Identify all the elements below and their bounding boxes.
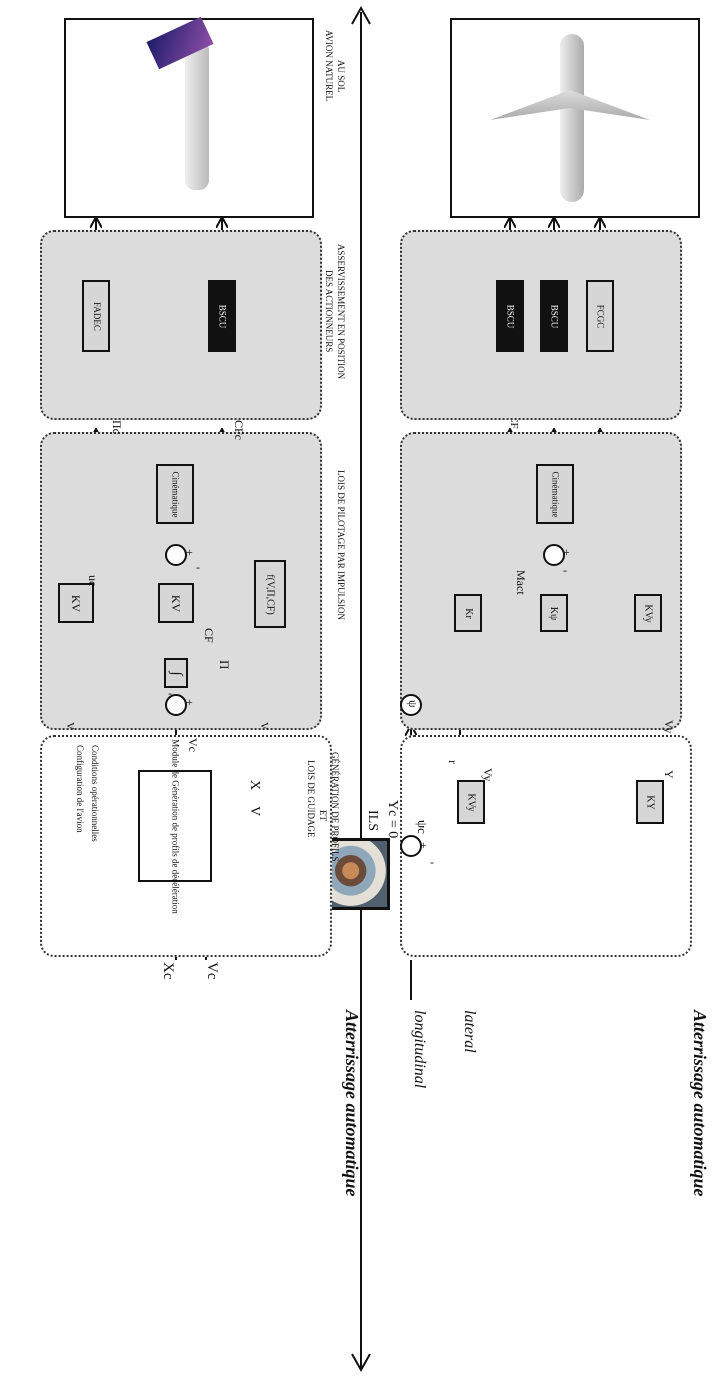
uc-label: uc bbox=[85, 575, 100, 586]
gain-kv-top: KV bbox=[58, 583, 94, 623]
guidance-panel-lat bbox=[400, 735, 692, 957]
axis-top-sub: longitudinal bbox=[410, 1010, 428, 1088]
aircraft-side-icon bbox=[185, 40, 209, 190]
r-label: r bbox=[445, 760, 460, 764]
vc-label: Vc bbox=[185, 738, 200, 752]
guidance-caption-1: LOIS DE GUIDAGE bbox=[306, 760, 316, 838]
vy-label-lat: Vy bbox=[480, 768, 495, 781]
actuator-fcgc: FCGC bbox=[586, 280, 614, 352]
y-label-lat: Y bbox=[661, 770, 676, 779]
gain-kvy2-label: KVy bbox=[642, 604, 655, 622]
kinematics-block-long-label: Cinématique bbox=[169, 471, 182, 517]
nonlinear-block-label: f(V,Π,CF) bbox=[264, 574, 277, 614]
gain-kvy-lat: KVy bbox=[457, 780, 485, 824]
axis-bottom-sub: lateral bbox=[460, 1010, 478, 1053]
gain-kvy2: KVy bbox=[634, 594, 662, 632]
yc-label: Yc = 0 bbox=[384, 800, 400, 838]
vy2-label: Vy bbox=[661, 720, 676, 733]
v-label-bottom: V bbox=[258, 722, 270, 730]
control-caption-1: LOIS DE PILOTAGE PAR IMPULSION bbox=[336, 470, 346, 620]
psi-label: ψ bbox=[405, 700, 420, 708]
act-caption-2: DES ACTIONNEURS bbox=[324, 270, 334, 352]
actuator-bscu-lat-2: BSCU bbox=[540, 280, 568, 352]
actuator-fcgc-label: FCGC bbox=[593, 304, 606, 328]
sum-long-2 bbox=[165, 544, 187, 566]
actuator-bscu-lat-2-label: BSCU bbox=[547, 304, 560, 328]
sum-sign-6: + bbox=[563, 545, 570, 560]
guidance-caption-2: ET bbox=[318, 810, 328, 821]
gain-kr-label: Kr bbox=[462, 608, 475, 619]
output-pi-c: Πc bbox=[109, 420, 124, 434]
sum-sign-4: + bbox=[420, 838, 427, 853]
input-xc: Xc bbox=[159, 962, 176, 980]
aircraft-top-icon bbox=[560, 34, 584, 202]
gain-ky-lat-label: KY bbox=[643, 795, 656, 809]
ils-label: ILS bbox=[364, 810, 380, 831]
actuator-bscu-lat-1-label: BSCU bbox=[503, 304, 516, 328]
guidance-caption-3: GÉNÉRATION DE PROFILS bbox=[330, 752, 340, 862]
psi-c-label: ψc bbox=[414, 820, 430, 834]
cf-label: CF bbox=[201, 628, 216, 643]
sum-sign-5: - bbox=[430, 855, 434, 870]
gain-kvy-lat-label: KVy bbox=[465, 793, 478, 811]
integrator-block: ∫ bbox=[164, 658, 188, 688]
guidance-note-2: Conditions opérationnelles bbox=[90, 745, 100, 842]
gain-kpsi: Kψ bbox=[540, 594, 568, 632]
aircraft-caption-2: AU SOL bbox=[336, 60, 346, 92]
kinematics-block-long: Cinématique bbox=[156, 464, 194, 524]
axis-bottom-label: Atterrissage automatique bbox=[689, 1010, 710, 1197]
aircraft-caption-1: AVION NATUREL bbox=[324, 30, 334, 101]
gain-kr: Kr bbox=[454, 594, 482, 632]
actuator-bscu-lat-1: BSCU bbox=[496, 280, 524, 352]
axis-top-label: Atterrissage automatique bbox=[341, 1010, 362, 1197]
integrator-block-label: ∫ bbox=[169, 671, 182, 675]
nonlinear-block: f(V,Π,CF) bbox=[254, 560, 286, 628]
sum-sign-1: - bbox=[168, 686, 172, 701]
gain-ky-lat: KY bbox=[636, 780, 664, 824]
guidance-note-1: Configuration de l'avion bbox=[75, 745, 85, 833]
kinematics-block-lat-label: Cinématique bbox=[549, 471, 562, 517]
output-cf-c: CFc bbox=[231, 420, 246, 440]
gain-kv-top-label: KV bbox=[70, 594, 83, 611]
v-label-top: V bbox=[64, 722, 76, 730]
kinematics-block-lat: Cinématique bbox=[536, 464, 574, 524]
pi-label: Π bbox=[216, 660, 232, 669]
guidance-block-long: Module de Génération de profils de décél… bbox=[138, 770, 212, 882]
gain-kv-mid: KV bbox=[158, 583, 194, 623]
input-vc: Vc bbox=[203, 962, 220, 980]
sum-sign-7: - bbox=[563, 563, 567, 578]
actuator-fadec: FADEC bbox=[82, 280, 110, 352]
gain-kpsi-label: Kψ bbox=[547, 606, 560, 619]
input-v: V bbox=[246, 806, 262, 816]
sum-sign-2: + bbox=[186, 545, 193, 560]
sum-sign-0: + bbox=[186, 695, 193, 710]
actuator-fadec-label: FADEC bbox=[90, 302, 103, 331]
actuator-bscu-long: BSCU bbox=[208, 280, 236, 352]
actuator-bscu-long-label: BSCU bbox=[215, 304, 228, 328]
mact-label: Mact bbox=[513, 570, 528, 595]
input-x: X bbox=[246, 780, 262, 790]
act-caption-1: ASSERVISSEMENT EN POSITION bbox=[336, 244, 346, 379]
gain-kv-mid-label: KV bbox=[170, 594, 183, 611]
sum-lat-3 bbox=[543, 544, 565, 566]
guidance-block-long-label: Module de Génération de profils de décél… bbox=[169, 739, 182, 913]
sum-lat-1 bbox=[400, 835, 422, 857]
sum-sign-3: - bbox=[196, 560, 200, 575]
